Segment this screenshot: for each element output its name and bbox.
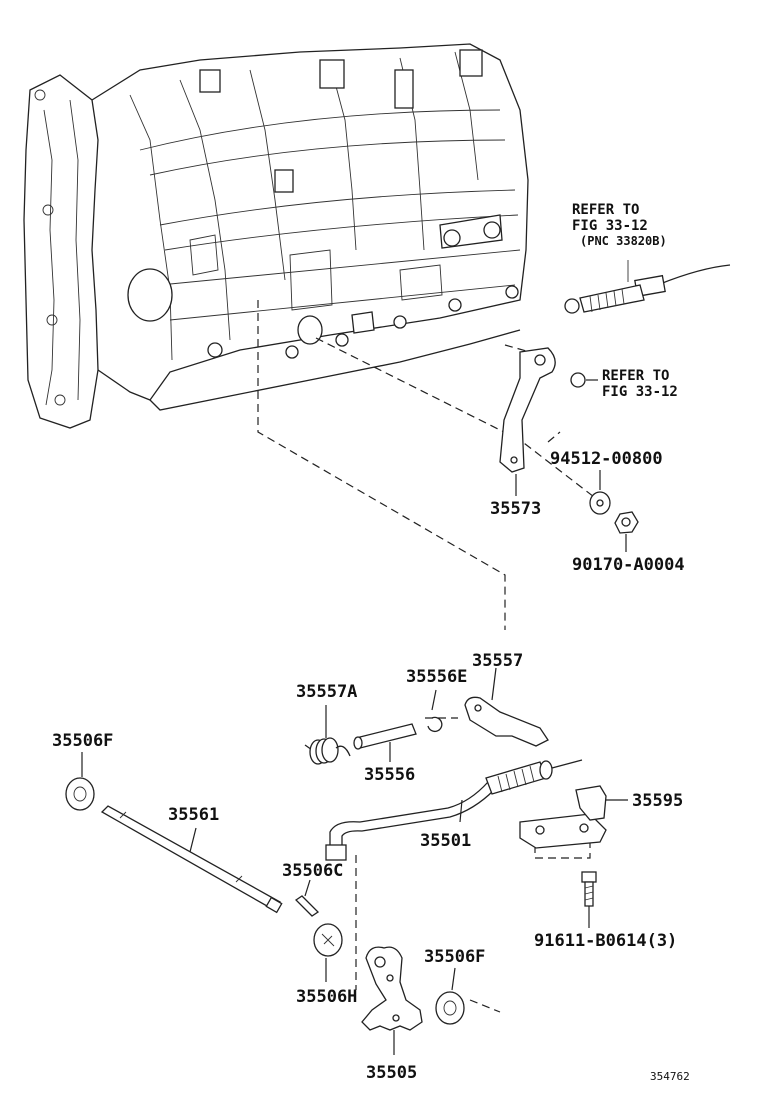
collar-35506f-left-drawing bbox=[65, 752, 95, 811]
cable-35501-drawing bbox=[325, 759, 583, 861]
ering-35556e-drawing bbox=[427, 689, 443, 733]
label-35506f-right: 35506F bbox=[424, 947, 485, 967]
bolt-icon bbox=[570, 372, 586, 388]
label-35556e: 35556E bbox=[406, 667, 467, 687]
spring-35557a-drawing bbox=[304, 705, 351, 765]
label-35557: 35557 bbox=[472, 651, 523, 671]
washer-94512-drawing bbox=[589, 470, 611, 515]
pin-35556-drawing bbox=[353, 723, 417, 762]
washer-35506h-drawing bbox=[313, 923, 343, 982]
pin-35506c-drawing bbox=[294, 879, 320, 917]
label-35557a: 35557A bbox=[296, 682, 357, 702]
bracket-35595-drawing bbox=[519, 785, 628, 849]
label-90170-a0004: 90170-A0004 bbox=[572, 555, 685, 575]
collar-35506f-right-drawing bbox=[435, 967, 465, 1025]
label-35506c: 35506C bbox=[282, 861, 343, 881]
label-94512-00800: 94512-00800 bbox=[550, 449, 663, 469]
label-35501: 35501 bbox=[420, 831, 471, 851]
figure-id: 354762 bbox=[650, 1070, 690, 1083]
bolt-ref-line1: REFER TO bbox=[602, 368, 669, 384]
lever-35557-drawing bbox=[464, 667, 549, 747]
label-35506h: 35506H bbox=[296, 987, 357, 1007]
label-91611-b0614: 91611-B0614(3) bbox=[534, 931, 677, 951]
label-35506f-left: 35506F bbox=[52, 731, 113, 751]
label-35561: 35561 bbox=[168, 805, 219, 825]
label-35573: 35573 bbox=[490, 499, 541, 519]
label-35505: 35505 bbox=[366, 1063, 417, 1083]
label-35595: 35595 bbox=[632, 791, 683, 811]
bolt-ref-line2: FIG 33-12 bbox=[602, 384, 678, 400]
cable-ref-line2: FIG 33-12 bbox=[572, 218, 648, 234]
bolt-91611-drawing bbox=[581, 871, 597, 928]
nut-90170-drawing bbox=[614, 511, 639, 552]
transmission-housing bbox=[23, 43, 529, 429]
cable-ref-line1: REFER TO bbox=[572, 202, 639, 218]
bracket-35573-drawing bbox=[499, 347, 556, 496]
label-35556: 35556 bbox=[364, 765, 415, 785]
shift-cable-upper bbox=[564, 260, 731, 314]
shaft-35561-drawing bbox=[100, 805, 283, 914]
cable-ref-line3: (PNC 33820B) bbox=[580, 234, 667, 248]
lever-35505-drawing bbox=[361, 946, 423, 1055]
